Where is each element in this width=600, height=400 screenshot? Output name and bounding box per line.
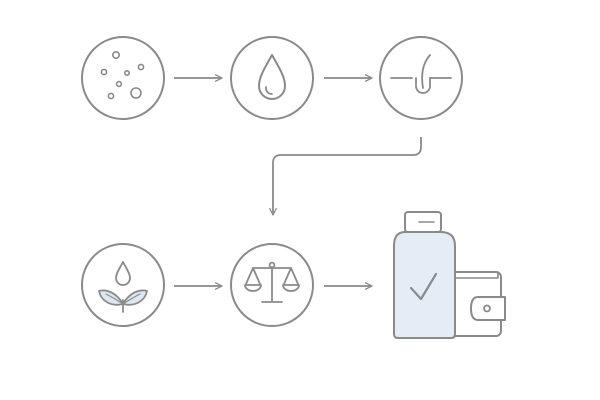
arrow-follicle-to-balance — [269, 137, 422, 216]
node-product — [393, 211, 506, 339]
node-circle — [230, 243, 314, 327]
bottle-check-wallet-icon — [393, 211, 506, 339]
bottle-icon — [393, 211, 456, 339]
hair-follicle-icon — [390, 54, 452, 94]
plant-droplet-icon — [98, 261, 148, 313]
node-circle — [379, 36, 463, 120]
node-pores — [81, 36, 165, 120]
checkmark-icon — [409, 272, 438, 301]
node-hair-follicle — [379, 36, 463, 120]
node-botanical — [81, 243, 165, 327]
skin-pores-icon — [100, 50, 145, 100]
node-circle — [230, 36, 314, 120]
node-circle — [81, 36, 165, 120]
water-droplet-icon — [258, 54, 286, 100]
node-circle — [81, 243, 165, 327]
balance-scale-icon — [244, 261, 300, 303]
node-droplet — [230, 36, 314, 120]
node-balance — [230, 243, 314, 327]
wallet-icon — [447, 271, 506, 337]
